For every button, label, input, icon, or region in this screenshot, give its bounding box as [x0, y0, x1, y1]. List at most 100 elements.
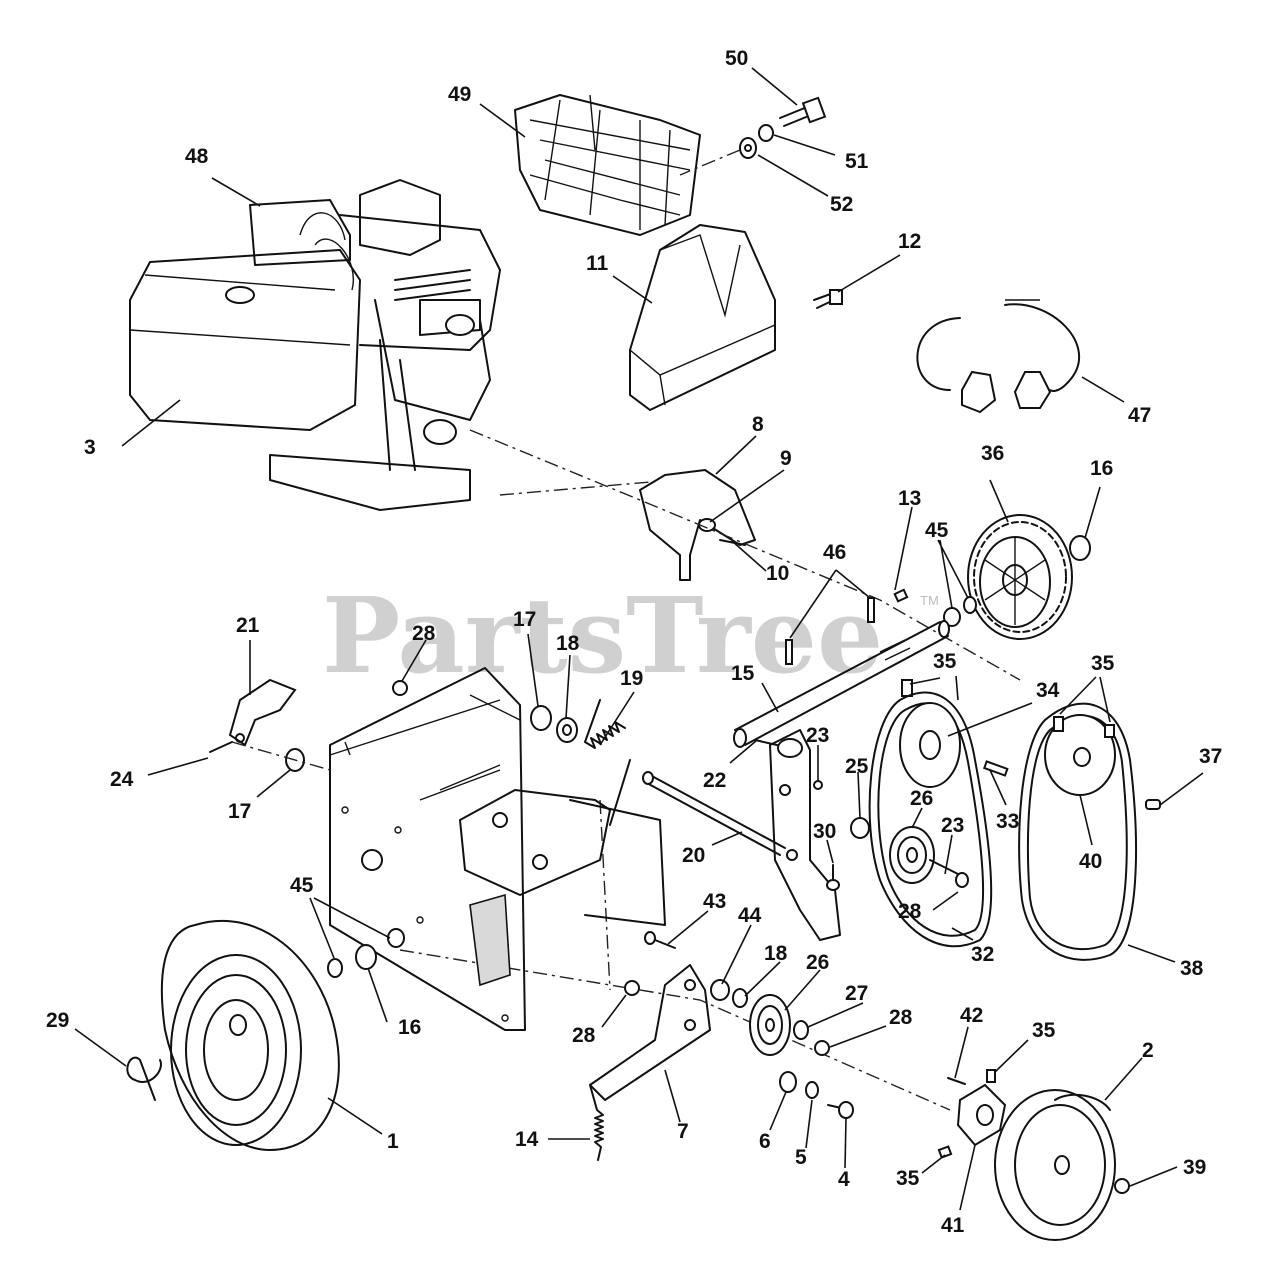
- callout-28-a: 28: [412, 622, 436, 645]
- shaft-20: [642, 771, 786, 856]
- wire-harness: [916, 299, 1081, 414]
- hub-41: [956, 1083, 1007, 1147]
- set-screw-35-a: [901, 679, 913, 697]
- set-screw-35-e: [937, 1145, 953, 1159]
- callout-12: 12: [898, 230, 921, 253]
- frame-housing: [329, 667, 666, 1031]
- centerline-lever: [231, 741, 331, 771]
- callout-32: 32: [971, 943, 994, 966]
- wheel-tire: [160, 919, 340, 1151]
- centerline-d: [599, 799, 611, 991]
- callout-7: 7: [677, 1120, 689, 1143]
- key-33: [983, 760, 1009, 777]
- idler-pulley-26-lower: [749, 994, 791, 1056]
- bolt-4-head: [838, 1101, 854, 1119]
- callout-23-b: 23: [941, 814, 964, 837]
- washer-45-lower-a: [327, 958, 343, 978]
- callout-30: 30: [813, 820, 836, 843]
- bolt-42: [947, 1077, 966, 1085]
- engine: [129, 179, 501, 511]
- basket: [514, 94, 701, 236]
- shaft: [733, 620, 950, 748]
- lower-bracket-7: [589, 964, 711, 1101]
- callout-23-a: 23: [806, 724, 829, 747]
- callout-45-b: 45: [290, 874, 314, 897]
- bracket-arm: [769, 729, 841, 941]
- leader-lines: [74, 67, 1204, 1211]
- callout-21: 21: [236, 614, 260, 637]
- nut-28-top: [392, 680, 408, 696]
- callout-39: 39: [1183, 1156, 1206, 1179]
- pulley-2: [994, 1089, 1116, 1241]
- callout-13: 13: [898, 487, 921, 510]
- callout-4: 4: [838, 1168, 850, 1191]
- centerline-b: [499, 481, 651, 496]
- callout-36: 36: [981, 442, 1004, 465]
- callout-16: 16: [1090, 457, 1113, 480]
- bolt-43-head: [644, 931, 656, 945]
- pulley-40: [1044, 714, 1116, 796]
- washer-18: [556, 717, 578, 743]
- callout-8: 8: [752, 413, 764, 436]
- belt-32: [868, 691, 993, 948]
- callout-18-b: 18: [764, 942, 788, 965]
- nut-28-mid: [624, 980, 640, 996]
- callout-28-c: 28: [572, 1024, 596, 1047]
- washer-45-upper: [943, 596, 977, 627]
- callout-38: 38: [1180, 957, 1204, 980]
- washer-45-lower-b: [387, 928, 405, 948]
- callout-46: 46: [823, 541, 846, 564]
- bolt-12: [813, 289, 843, 309]
- callout-51: 51: [845, 150, 869, 173]
- callout-17-b: 17: [228, 800, 251, 823]
- callout-5: 5: [795, 1146, 807, 1169]
- nut-16-lower: [355, 944, 377, 970]
- callout-6: 6: [759, 1130, 771, 1153]
- callout-9: 9: [780, 447, 792, 470]
- callout-17: 17: [513, 608, 536, 631]
- washer-27: [793, 1020, 809, 1040]
- callout-15: 15: [731, 662, 755, 685]
- nut-28-lower: [814, 1040, 830, 1056]
- callout-28-d: 28: [889, 1006, 913, 1029]
- callout-34: 34: [1036, 679, 1060, 702]
- nut-16-upper: [1069, 535, 1091, 561]
- callout-40: 40: [1079, 850, 1102, 873]
- callout-18: 18: [556, 632, 580, 655]
- callout-26-a: 26: [910, 787, 933, 810]
- washer-5: [805, 1081, 819, 1099]
- bushing-22: [777, 738, 803, 758]
- watermark-trademark: TM: [920, 593, 939, 608]
- callout-16-b: 16: [398, 1016, 421, 1039]
- nut-39: [1114, 1178, 1130, 1194]
- callout-35-b: 35: [1091, 652, 1115, 675]
- callout-35-c: 35: [1032, 1019, 1056, 1042]
- callout-14: 14: [515, 1128, 539, 1151]
- spring-19: [584, 699, 631, 826]
- lever-21: [228, 678, 297, 747]
- callout-3: 3: [84, 436, 96, 459]
- washer-18-lower: [732, 988, 748, 1008]
- callouts: 50 49 51 48 52 12 11 47 3 8 9 36 16 13 4…: [46, 47, 1222, 1237]
- callout-48: 48: [185, 145, 209, 168]
- callout-22: 22: [703, 769, 726, 792]
- screw-24: [209, 741, 233, 753]
- callout-45: 45: [925, 519, 949, 542]
- callout-47: 47: [1128, 404, 1151, 427]
- callout-2: 2: [1142, 1039, 1154, 1062]
- spacer-6: [779, 1071, 797, 1093]
- callout-26-b: 26: [806, 951, 829, 974]
- set-screw-35-b: [1053, 716, 1064, 732]
- washer-44: [710, 979, 730, 1001]
- callout-35-d: 35: [896, 1167, 920, 1190]
- key-37: [1145, 799, 1161, 810]
- bolt-washer-set: [679, 96, 827, 176]
- callout-11: 11: [586, 252, 609, 275]
- callout-29: 29: [46, 1009, 69, 1032]
- callout-1: 1: [387, 1130, 399, 1153]
- callout-19: 19: [620, 667, 643, 690]
- spring-14: [589, 1084, 604, 1161]
- nut-23-upper: [813, 780, 823, 790]
- pulley-34: [899, 702, 961, 788]
